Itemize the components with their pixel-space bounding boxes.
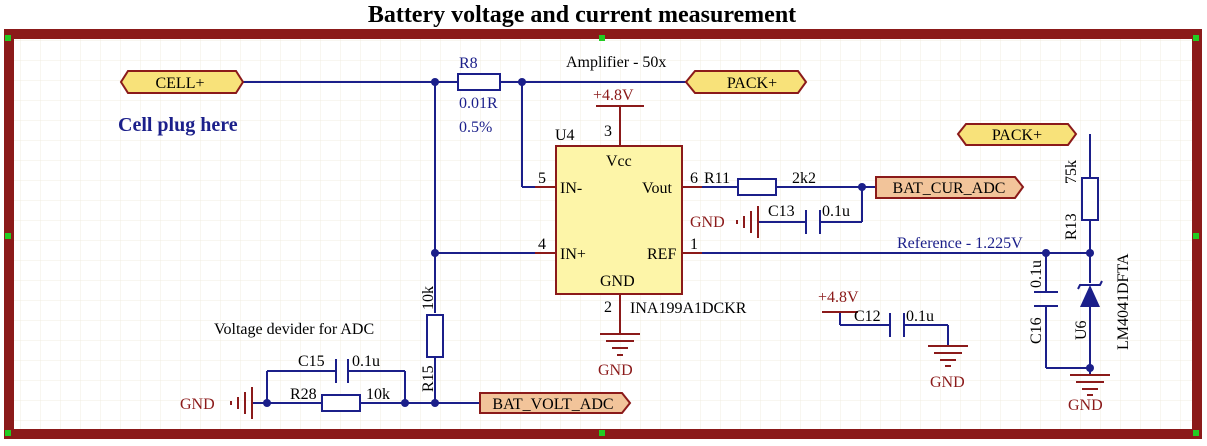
svg-text:GND: GND xyxy=(598,362,633,379)
note-amplifier: Amplifier - 50x xyxy=(566,54,666,71)
r15-designator: R15 xyxy=(420,365,437,392)
gnd-u6: GND xyxy=(1068,374,1110,414)
u4-pin-vout: Vout xyxy=(642,180,672,197)
svg-text:PACK+: PACK+ xyxy=(727,75,777,92)
c12-value: 0.1u xyxy=(906,308,934,325)
power-v48-u4: +4.8V xyxy=(593,87,644,107)
r11-designator: R11 xyxy=(704,170,730,187)
gnd-c13: GND xyxy=(690,206,759,238)
svg-text:+4.8V: +4.8V xyxy=(818,289,859,306)
u4-designator: U4 xyxy=(555,127,575,144)
u4-num-vcc: 3 xyxy=(604,123,612,140)
c12-designator: C12 xyxy=(854,308,881,325)
r13-designator: R13 xyxy=(1063,213,1080,240)
resistor-r11[interactable]: R11 2k2 xyxy=(704,170,816,196)
svg-text:GND: GND xyxy=(930,374,965,391)
capacitor-c13[interactable]: C13 0.1u xyxy=(768,203,850,234)
c16-designator: C16 xyxy=(1028,317,1045,344)
svg-text:BAT_VOLT_ADC: BAT_VOLT_ADC xyxy=(492,396,613,413)
port-pack-plus-top[interactable]: PACK+ xyxy=(684,70,808,94)
diode-u6[interactable]: U6 LM4041DFTA xyxy=(1073,253,1132,350)
u4-num-vout: 6 xyxy=(690,170,698,187)
r8-tolerance: 0.5% xyxy=(459,119,492,136)
gnd-u4: GND xyxy=(598,333,640,379)
note-reference: Reference - 1.225V xyxy=(897,235,1023,252)
r28-value: 10k xyxy=(366,386,390,403)
capacitor-c12[interactable]: C12 0.1u xyxy=(854,308,934,337)
ic-u4[interactable]: U4 Vcc IN- IN+ Vout REF GND 3 5 4 6 1 2 … xyxy=(535,106,747,334)
svg-text:BAT_CUR_ADC: BAT_CUR_ADC xyxy=(893,180,1006,197)
u4-num-gnd: 2 xyxy=(604,299,612,316)
u4-pin-gnd: GND xyxy=(600,273,635,290)
u4-pin-inp: IN+ xyxy=(560,246,586,263)
note-cell-plug: Cell plug here xyxy=(118,114,238,136)
svg-text:CELL+: CELL+ xyxy=(155,75,204,92)
u4-num-inp: 4 xyxy=(538,236,546,253)
capacitor-c16[interactable]: 0.1u C16 xyxy=(1028,260,1058,344)
svg-text:+4.8V: +4.8V xyxy=(593,87,634,104)
port-pack-plus-right[interactable]: PACK+ xyxy=(956,123,1078,146)
junctions xyxy=(263,78,1094,407)
selection-markers xyxy=(5,35,1199,436)
port-bat-volt-adc[interactable]: BAT_VOLT_ADC xyxy=(479,392,632,414)
resistor-r28[interactable]: R28 10k xyxy=(290,386,390,412)
c15-value: 0.1u xyxy=(352,353,380,370)
r13-value: 75k xyxy=(1063,160,1080,184)
r8-value: 0.01R xyxy=(459,95,498,112)
power-v48-c12: +4.8V xyxy=(818,289,859,313)
u6-designator: U6 xyxy=(1073,320,1090,340)
u4-num-ref: 1 xyxy=(690,236,698,253)
u4-pin-vcc: Vcc xyxy=(606,153,632,170)
svg-text:GND: GND xyxy=(180,396,215,413)
port-cell-plus[interactable]: CELL+ xyxy=(119,70,245,94)
u4-pin-inm: IN- xyxy=(560,180,582,197)
r11-value: 2k2 xyxy=(792,170,816,187)
page-title: Battery voltage and current measurement xyxy=(368,2,796,28)
r15-value: 10k xyxy=(420,286,437,310)
note-voltage-divider: Voltage devider for ADC xyxy=(214,321,374,338)
c13-designator: C13 xyxy=(768,203,795,220)
resistor-r13[interactable]: 75k R13 xyxy=(1063,160,1099,240)
resistor-r15[interactable]: 10k R15 xyxy=(420,286,444,392)
u4-num-inm: 5 xyxy=(538,170,546,187)
r8-designator: R8 xyxy=(459,55,478,72)
u6-part: LM4041DFTA xyxy=(1115,253,1132,350)
svg-text:GND: GND xyxy=(1068,397,1103,414)
port-bat-cur-adc[interactable]: BAT_CUR_ADC xyxy=(875,176,1025,199)
c13-value: 0.1u xyxy=(822,203,850,220)
u4-pin-ref: REF xyxy=(647,246,676,263)
resistor-r8[interactable]: R8 0.01R 0.5% xyxy=(457,55,501,136)
svg-text:PACK+: PACK+ xyxy=(992,127,1042,144)
r28-designator: R28 xyxy=(290,386,317,403)
capacitor-c15[interactable]: C15 0.1u xyxy=(298,353,380,383)
gnd-r28: GND xyxy=(180,387,253,419)
c16-value: 0.1u xyxy=(1028,260,1045,288)
svg-text:GND: GND xyxy=(690,214,725,231)
gnd-c12: GND xyxy=(928,345,968,391)
u4-part: INA199A1DCKR xyxy=(630,300,747,317)
c15-designator: C15 xyxy=(298,353,325,370)
